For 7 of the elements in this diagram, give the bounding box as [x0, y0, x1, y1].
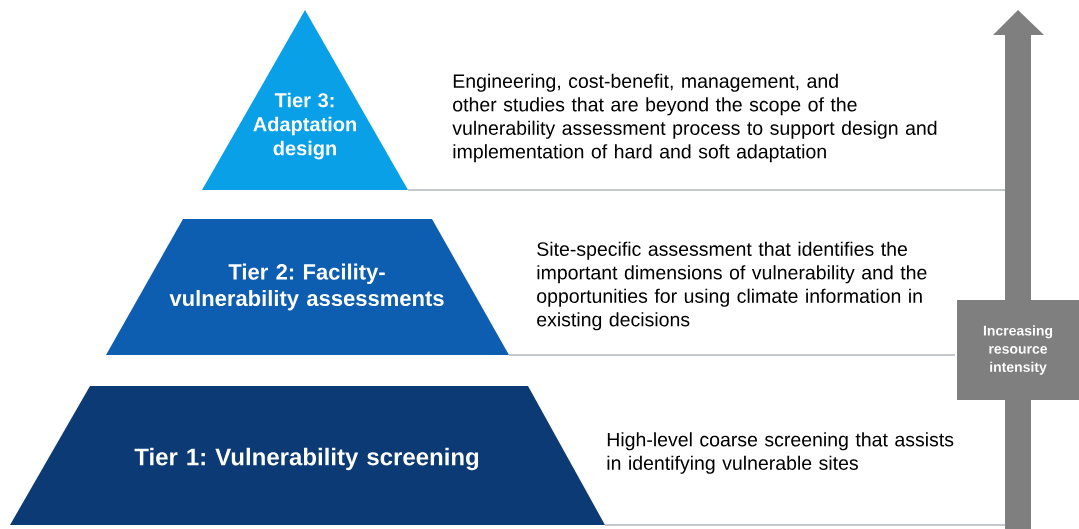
label-box: Increasing resource intensity [957, 300, 1079, 400]
tier-description: High-level coarse screening that assists in identifying vulnerable sites [607, 432, 954, 474]
pyramid-tier: Tier 3: Adaptation design [202, 10, 408, 190]
tier-description: Engineering, cost-benefit, management, and other studies that are beyond the scope of the vulnerability assessment process to support design and implementation of hard and soft adaptation [452, 73, 937, 163]
tier-description: Site-specific assessment that identifies the important dimensions of vulnerability and the opportunities for using climate information in existing decisions [537, 241, 927, 331]
pyramid-tier: Tier 1: Vulnerability screening [10, 386, 605, 525]
pyramid-tier: Tier 2: Facility-vulnerability assessments [106, 219, 509, 355]
